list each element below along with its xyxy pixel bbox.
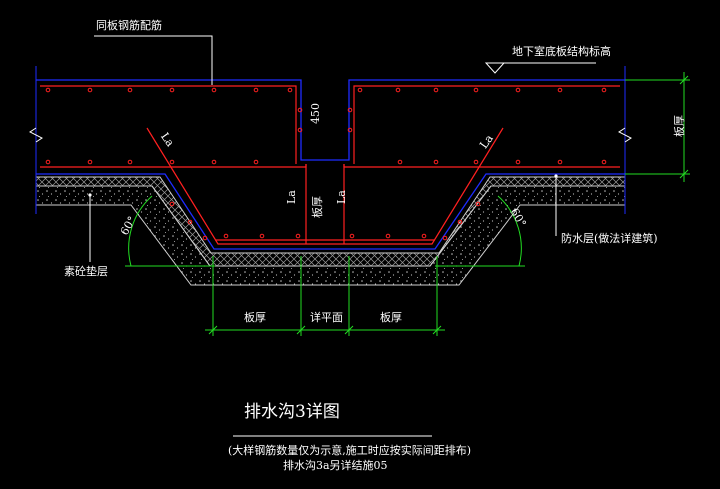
label-dim-450: 450 [309,103,322,124]
leader-top-rebar [94,35,213,85]
break-mark-right [618,127,632,143]
top-rebar-left [40,85,297,164]
label-top-rebar: 同板钢筋配筋 [96,19,162,32]
label-basement-elevation: 地下室底板结构标高 [512,45,611,58]
leader-dot-cushion [88,193,92,197]
leader-dot-waterproof [554,174,558,178]
label-lap-right-mid: La [335,190,348,204]
note-rebar-schematic: (大样钢筋数量仅为示意,施工时应按实际间距排布) [228,444,472,457]
label-dim-bottom-detail: 详平面 [310,311,343,324]
bottom-rebar-left [40,164,307,168]
label-dim-slab-right: 板厚 [380,311,402,324]
label-waterproof-layer: 防水层(做法详建筑) [561,232,658,245]
note-ditch-3a-reference: 排水沟3a另详结施05 [283,459,388,472]
label-slab-thickness-right: 板厚 [673,115,686,137]
plain-concrete-cushion [35,185,626,286]
rebar-dots [45,87,607,241]
concrete-slab-outline [36,79,625,161]
dimension-lines [125,72,690,336]
bottom-rebar-right [343,164,620,168]
elevation-triangle [484,62,506,74]
label-plain-concrete-cushion: 素砼垫层 [64,265,108,278]
top-rebar-right [353,85,620,164]
label-dim-slab-left: 板厚 [244,311,266,324]
ditch-wall-rebar-left-outer [146,127,504,245]
label-slab-thickness-center: 板厚 [311,196,324,218]
rebar-group [40,85,620,245]
angle-arc-right [497,195,522,267]
label-lap-left-mid: La [285,190,298,204]
leader-lines [89,35,596,262]
break-mark-left [29,127,43,143]
angle-arc-left [128,195,153,267]
concrete-slab-bottom-outline [36,173,625,250]
drawing-title: 排水沟3详图 [244,402,340,422]
